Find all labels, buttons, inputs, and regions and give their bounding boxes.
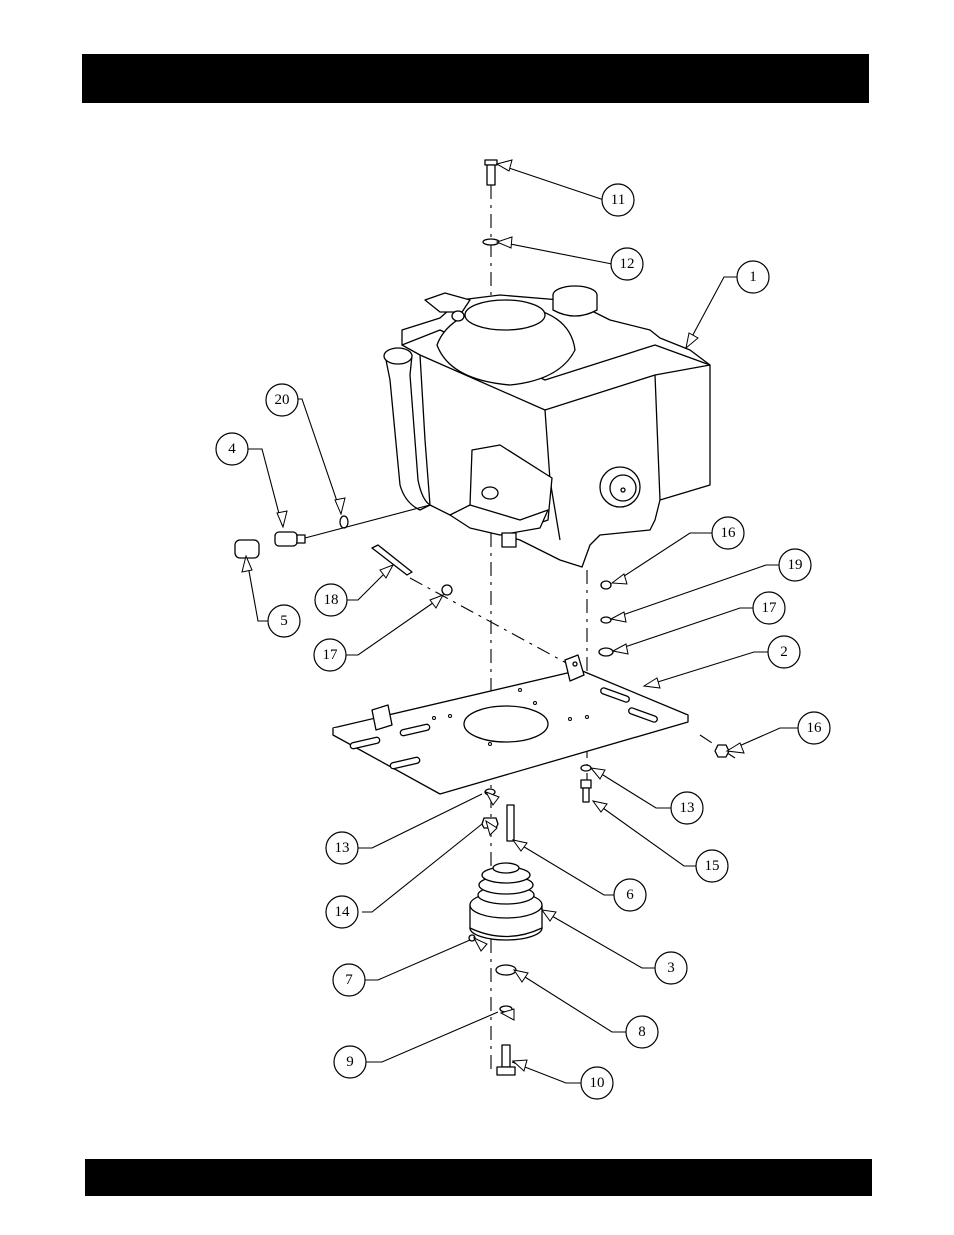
- callout-11: 11: [602, 184, 634, 216]
- svg-text:16: 16: [721, 525, 737, 541]
- callout-16a: 16: [712, 517, 744, 549]
- svg-text:5: 5: [280, 613, 288, 629]
- svg-text:8: 8: [638, 1024, 646, 1040]
- bolt-11: [485, 160, 497, 185]
- svg-text:7: 7: [345, 972, 353, 988]
- svg-text:19: 19: [788, 557, 803, 573]
- callout-18: 18: [315, 584, 347, 616]
- svg-text:18: 18: [324, 592, 339, 608]
- lockwasher-13a: [581, 765, 591, 771]
- key-6: [507, 805, 514, 841]
- svg-text:9: 9: [346, 1054, 354, 1070]
- callout-14: 14: [326, 896, 358, 928]
- base-plate: [333, 655, 688, 794]
- washer-17b: [599, 648, 613, 656]
- svg-text:15: 15: [705, 858, 720, 874]
- callout-10: 10: [581, 1067, 613, 1099]
- fitting-4: [275, 532, 305, 546]
- svg-text:17: 17: [762, 600, 778, 616]
- engine: [384, 286, 710, 567]
- svg-text:17: 17: [323, 647, 339, 663]
- callout-17b: 17: [753, 592, 785, 624]
- lockwasher-19: [601, 617, 611, 623]
- svg-text:2: 2: [780, 644, 788, 660]
- callout-13a: 13: [671, 792, 703, 824]
- callout-6: 6: [614, 879, 646, 911]
- callout-5: 5: [268, 605, 300, 637]
- callout-19: 19: [779, 549, 811, 581]
- plug-5: [235, 540, 259, 558]
- svg-text:13: 13: [335, 840, 350, 856]
- callout-9: 9: [334, 1046, 366, 1078]
- callout-12: 12: [611, 248, 643, 280]
- svg-text:12: 12: [620, 256, 635, 272]
- bolt-15: [581, 780, 591, 802]
- svg-text:20: 20: [275, 392, 290, 408]
- svg-text:16: 16: [807, 720, 823, 736]
- bolt-axis: [410, 578, 570, 665]
- svg-text:6: 6: [626, 887, 634, 903]
- callout-4: 4: [216, 433, 248, 465]
- callout-8: 8: [626, 1016, 658, 1048]
- svg-text:10: 10: [590, 1075, 605, 1091]
- pulley-3: [470, 863, 542, 940]
- svg-text:4: 4: [228, 441, 236, 457]
- callout-2: 2: [768, 636, 800, 668]
- svg-text:3: 3: [667, 960, 675, 976]
- callout-13b: 13: [326, 832, 358, 864]
- bolt-10: [497, 1045, 515, 1075]
- bolt-18: [372, 545, 412, 575]
- oring-20: [340, 516, 348, 528]
- svg-text:11: 11: [611, 192, 625, 208]
- svg-text:14: 14: [335, 904, 351, 920]
- callout-20: 20: [266, 384, 298, 416]
- callout-15: 15: [696, 850, 728, 882]
- svg-text:1: 1: [749, 269, 757, 285]
- callout-16b: 16: [798, 712, 830, 744]
- nut-16a: [601, 581, 611, 589]
- svg-text:13: 13: [680, 800, 695, 816]
- callout-1: 1: [737, 261, 769, 293]
- callout-3: 3: [655, 952, 687, 984]
- callout-17a: 17: [314, 639, 346, 671]
- callout-7: 7: [333, 964, 365, 996]
- washer-17a: [442, 585, 452, 595]
- washer-8: [496, 965, 516, 975]
